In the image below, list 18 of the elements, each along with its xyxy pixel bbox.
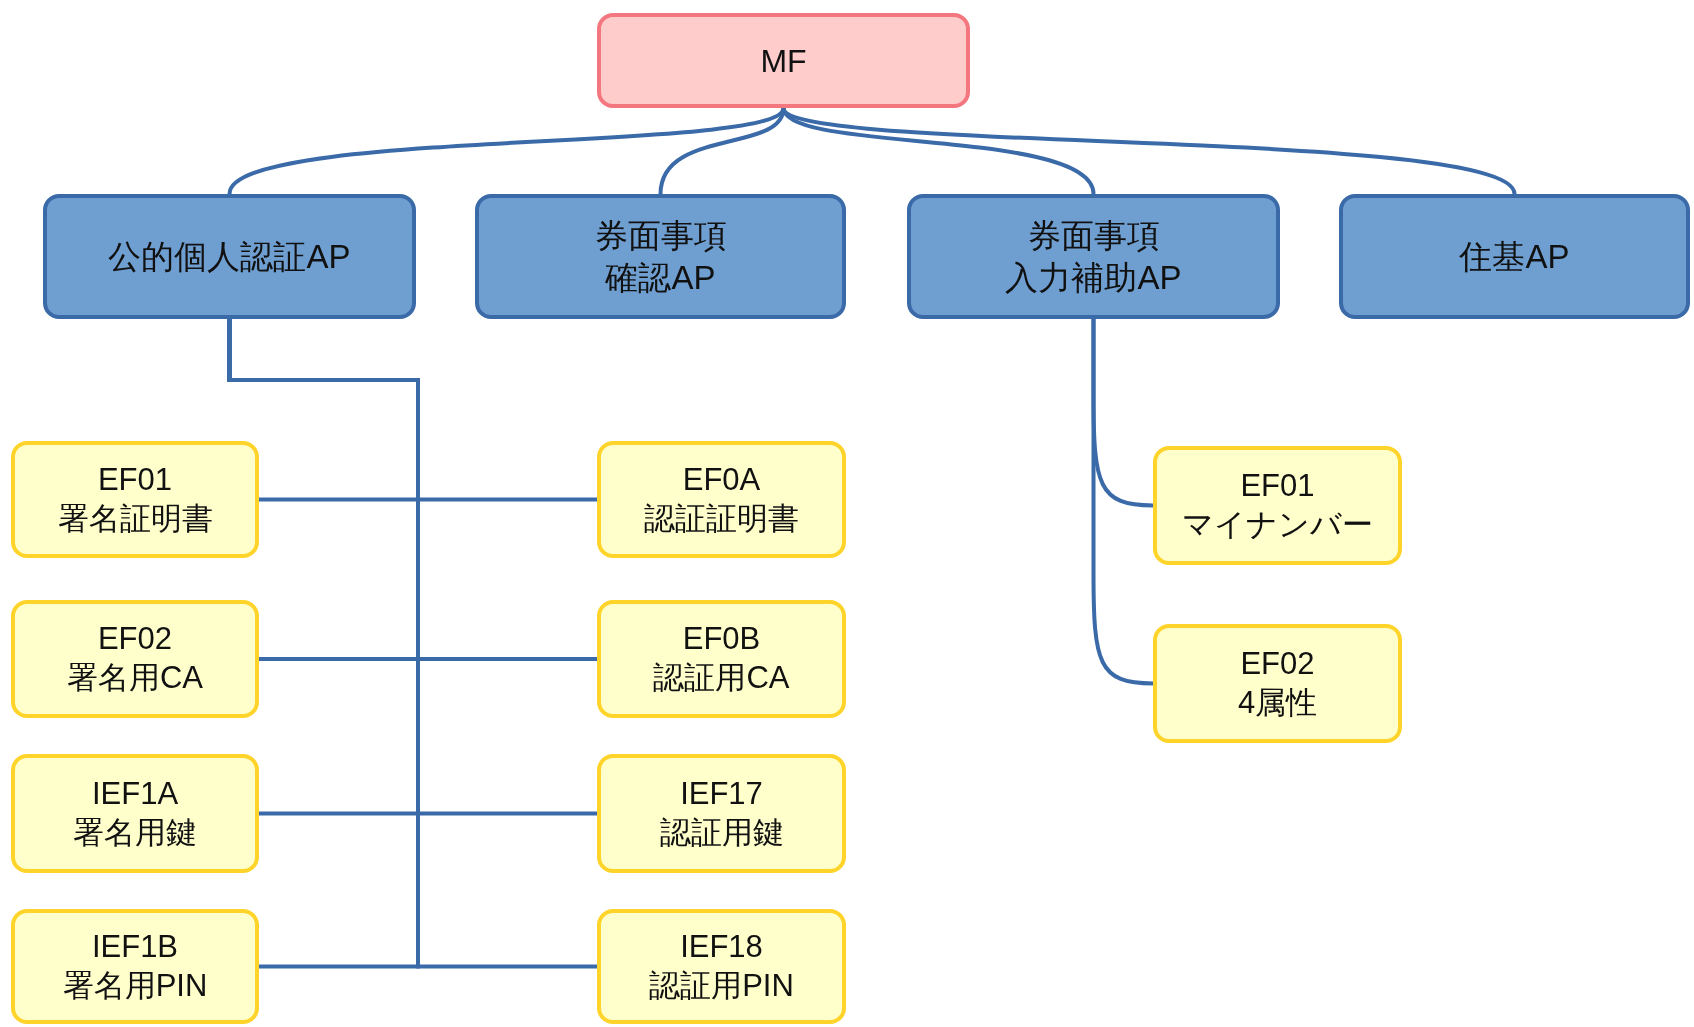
application-box: 券面事項確認AP [475,194,846,319]
file-box: IEF1B 署名用PIN [11,909,259,1024]
connector-line [782,106,1516,196]
connector-line [658,107,786,195]
file-box: IEF17 認証用鍵 [597,754,846,873]
file-box: EF0B 認証用CA [597,600,846,718]
file-box: IEF1A 署名用鍵 [11,754,259,873]
file-box: IEF18 認証用PIN [597,909,846,1024]
file-box: EF02 署名用CA [11,600,259,718]
file-box: EF0A 認証証明書 [597,441,846,558]
application-box: 住基AP [1339,194,1690,319]
root-box: MF [597,13,970,108]
file-box: EF01 マイナンバー [1153,446,1402,565]
application-box: 公的個人認証AP [43,194,416,319]
application-box: 券面事項入力補助AP [907,194,1280,319]
connector-line [1091,319,1154,686]
file-box: EF01 署名証明書 [11,441,259,558]
file-box: EF02 4属性 [1153,624,1402,743]
